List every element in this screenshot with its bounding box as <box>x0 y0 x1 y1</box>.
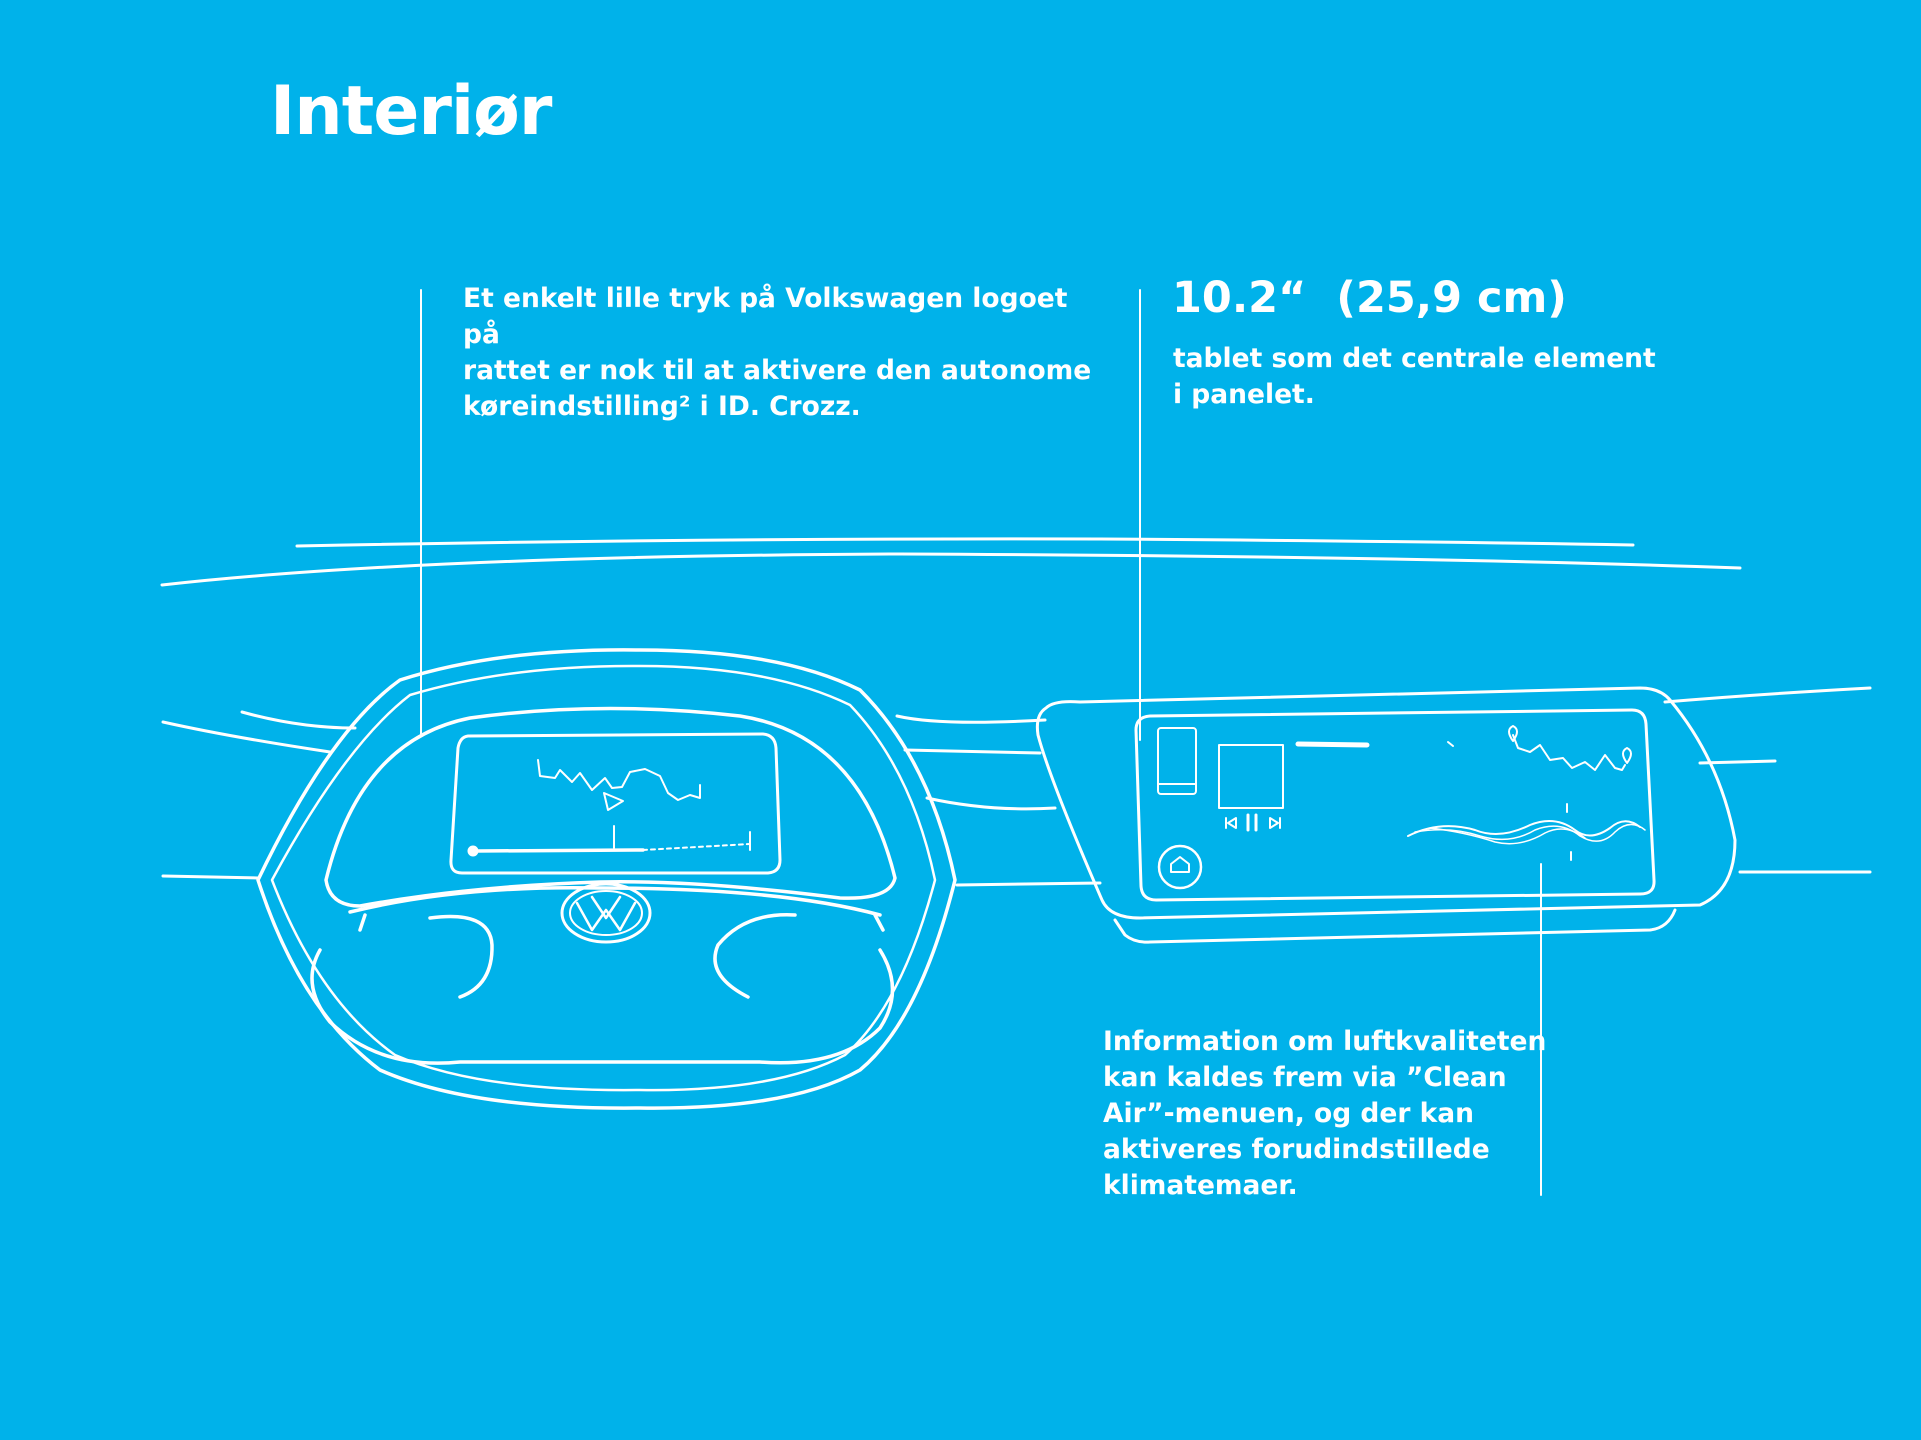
tablet-screen <box>1134 708 1656 902</box>
navigation-arrow-icon <box>603 792 624 811</box>
tablet-housing <box>1035 686 1737 920</box>
right-spoke-hole <box>713 913 797 999</box>
map-pin-icon <box>1508 725 1518 742</box>
map-route-line <box>1512 734 1626 771</box>
left-spoke-opening <box>310 948 895 1065</box>
dashboard-top-lines <box>160 537 1872 887</box>
progress-bar-remaining <box>642 843 751 851</box>
center-tablet <box>1035 686 1737 944</box>
steering-wheel <box>256 648 957 1110</box>
steering-wheel-inner-rim <box>270 664 937 1092</box>
album-art-box <box>1218 744 1284 809</box>
driver-display <box>449 732 782 875</box>
air-quality-wave-3 <box>1429 827 1586 845</box>
status-panel <box>1157 727 1197 795</box>
air-quality-wave-2 <box>1414 823 1646 842</box>
map-pin-icon-2 <box>1622 747 1632 764</box>
steering-wheel-outer-rim <box>256 648 957 1110</box>
left-spoke-hole <box>428 914 494 999</box>
home-button-icon <box>1157 844 1203 890</box>
progress-bar-filled <box>475 848 645 853</box>
tablet-base <box>1113 908 1677 944</box>
steering-wheel-spoke-arc <box>348 885 882 917</box>
callout-lines <box>420 289 1542 1196</box>
media-controls <box>1225 813 1281 832</box>
track-title-bar <box>1295 741 1370 748</box>
route-map-line <box>537 759 701 801</box>
volkswagen-logo <box>560 882 652 944</box>
steering-wheel-upper-arc <box>324 706 897 908</box>
page-title: Interiør <box>270 72 552 151</box>
steering-annotation-text: Et enkelt lille tryk på Volkswagen logoe… <box>463 283 1092 422</box>
air-quality-annotation-text: Information om luftkvaliteten kan kaldes… <box>1103 1026 1547 1201</box>
tablet-annotation-text: tablet som det centrale element i panele… <box>1173 343 1656 410</box>
air-quality-wave-1 <box>1407 820 1641 837</box>
tablet-size-heading: 10.2“ (25,9 cm) <box>1172 273 1567 323</box>
